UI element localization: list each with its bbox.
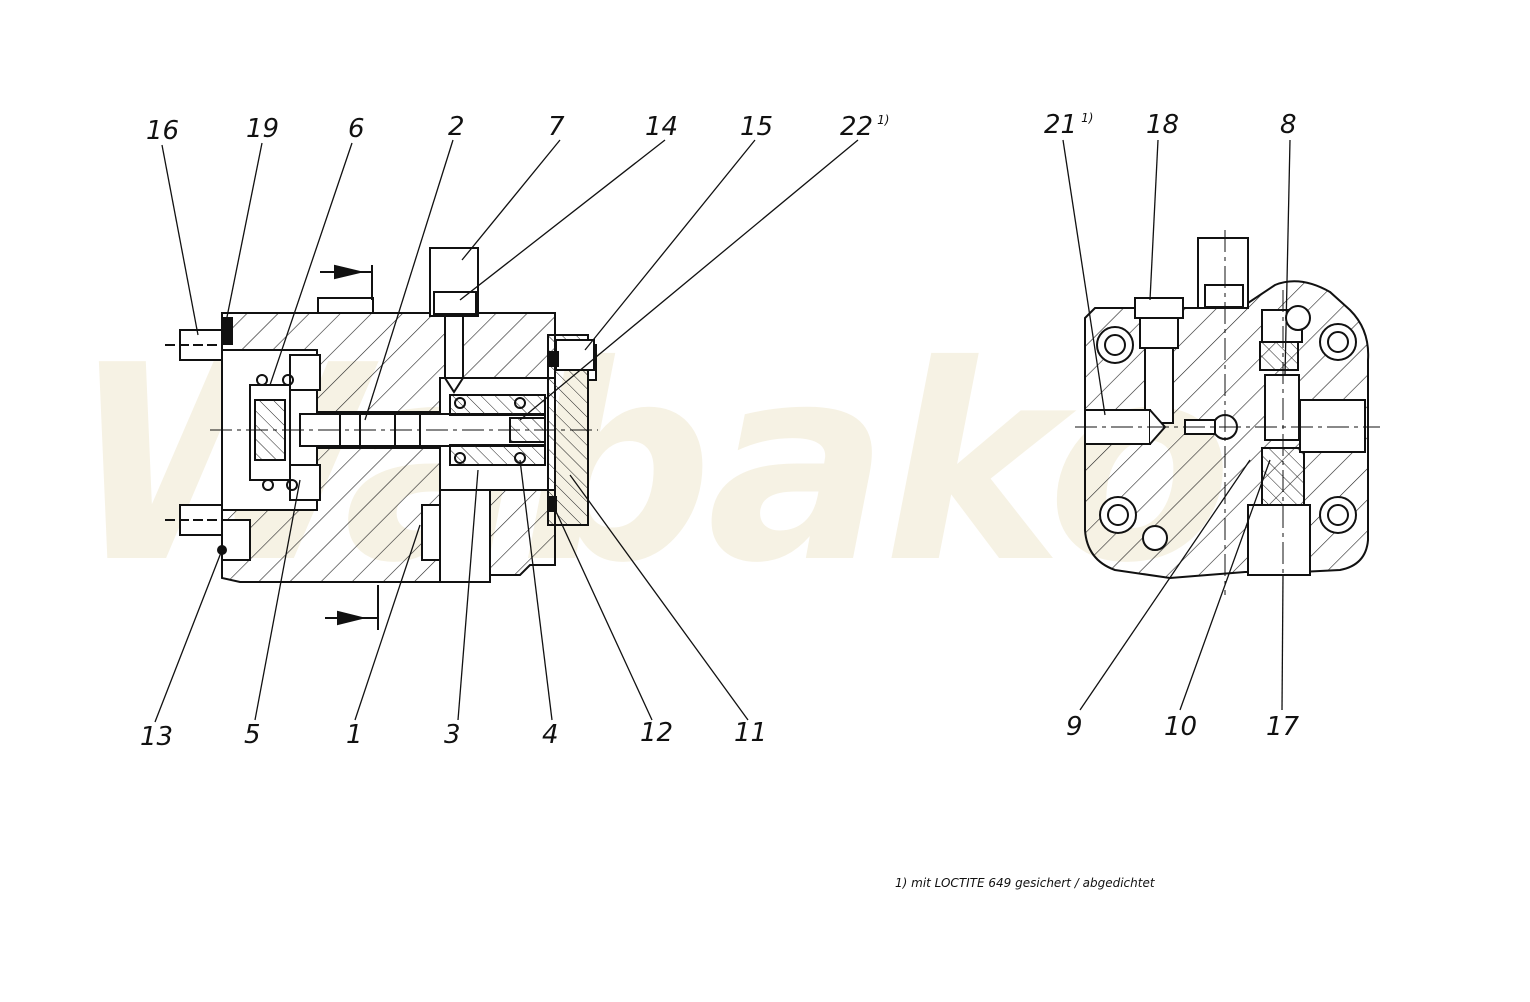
label-16: 16 — [146, 116, 180, 146]
label-4: 4 — [542, 720, 559, 750]
section-view-left — [165, 247, 598, 630]
label-11: 11 — [734, 718, 768, 748]
label-5: 5 — [244, 720, 261, 750]
label-1: 1 — [346, 720, 363, 750]
label-3: 3 — [444, 720, 461, 750]
label-6: 6 — [348, 114, 365, 144]
label-7: 7 — [548, 112, 565, 142]
label-14: 14 — [645, 112, 679, 142]
label-12: 12 — [640, 718, 674, 748]
label-13: 13 — [140, 722, 174, 752]
label-10: 10 — [1164, 712, 1198, 742]
label-17: 17 — [1266, 712, 1300, 742]
label-2: 2 — [448, 112, 465, 142]
label-18: 18 — [1146, 110, 1180, 140]
leader-lines-left — [154, 139, 859, 723]
leader-lines-right — [1062, 139, 1291, 711]
cross-section-right — [1075, 230, 1380, 595]
label-9: 9 — [1066, 712, 1083, 742]
footnote: 1) mit LOCTITE 649 gesichert / abgedicht… — [895, 876, 1155, 890]
label-15: 15 — [740, 112, 774, 142]
label-8: 8 — [1280, 110, 1297, 140]
label-19: 19 — [246, 114, 280, 144]
